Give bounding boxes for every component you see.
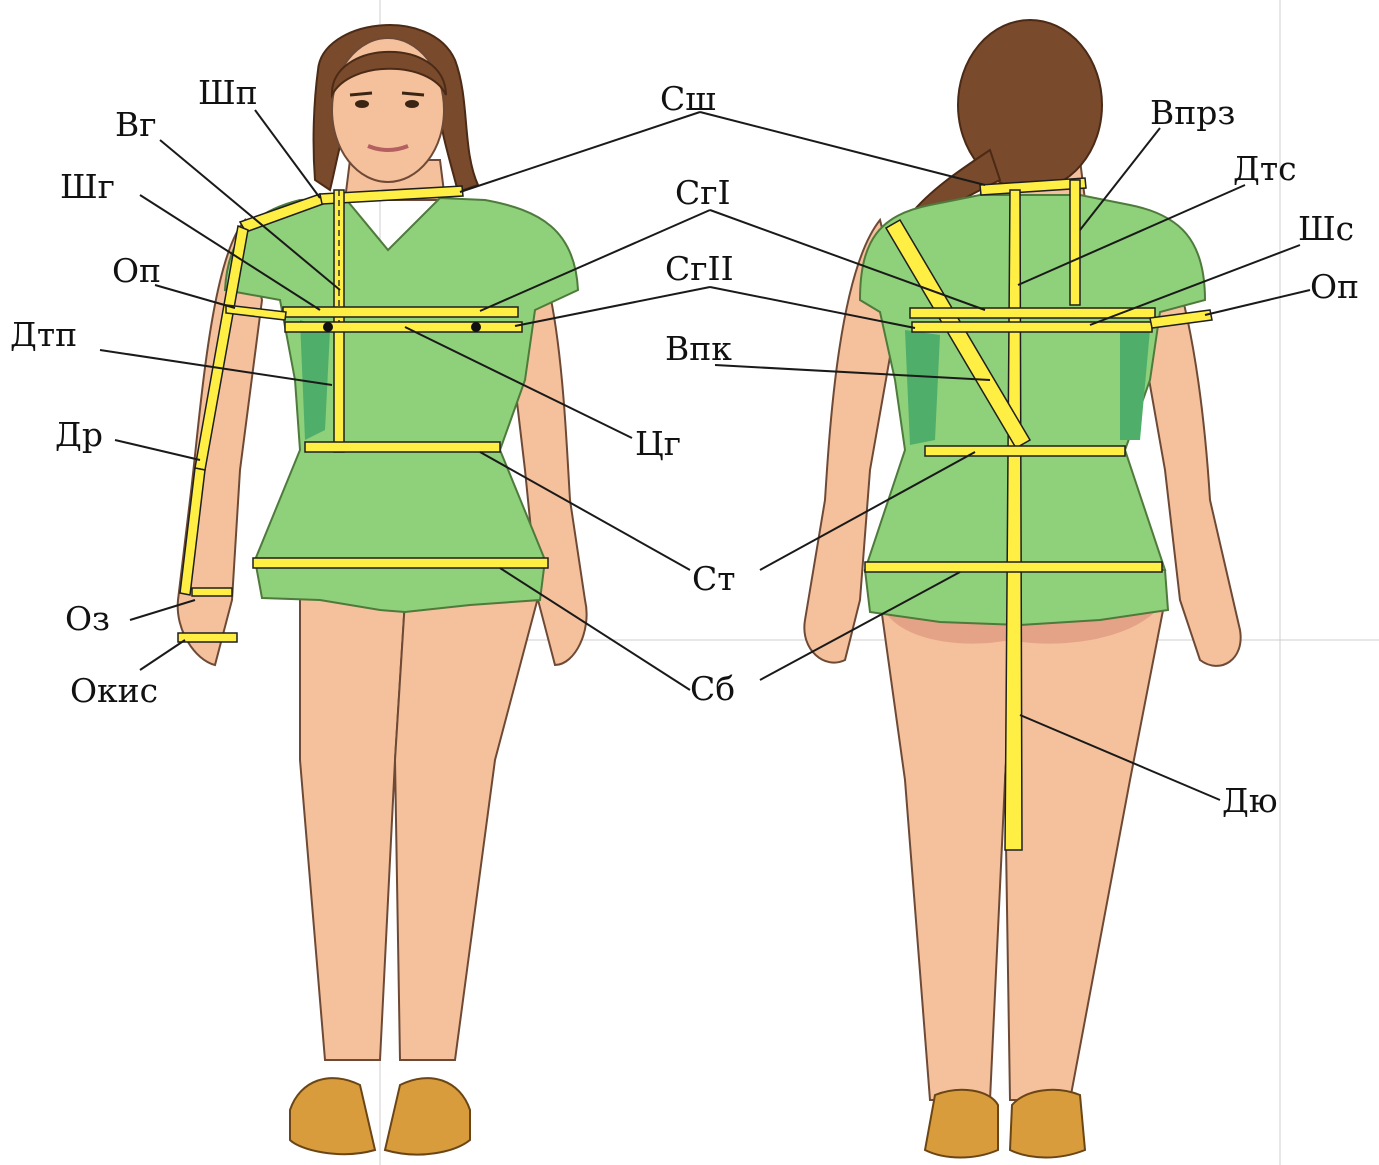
wrist-girth-tape [192,588,232,596]
label-dyu: Дю [1222,781,1278,820]
label-dts: Дтс [1233,149,1297,188]
label-sb: Сб [690,669,735,708]
hip-girth-tape-back [865,562,1162,572]
label-shg: Шг [60,167,115,206]
chest-girth-2-tape-back [912,322,1152,332]
label-op-back: Оп [1310,267,1359,306]
label-dtp: Дтп [10,315,77,354]
waist-girth-tape-front [305,442,500,452]
label-okis: Окис [70,671,158,710]
label-cg: Цг [635,424,681,463]
chest-point-right [471,322,481,332]
label-oz: Оз [65,599,110,638]
waist-girth-tape-back [925,446,1125,456]
hip-girth-tape-front [253,558,548,568]
label-dr: Др [55,415,103,454]
chest-girth-2-tape [285,322,522,332]
label-shp: Шп [198,73,258,112]
label-st: Ст [692,559,736,598]
label-vg: Вг [115,105,157,144]
label-sg1: СгI [675,173,731,212]
label-sg2: СгII [665,249,734,288]
label-op-front: Оп [112,251,161,290]
chest-point-left [323,322,333,332]
chest-girth-1-tape-back [910,308,1155,318]
label-ssh: Сш [660,79,716,118]
back-height-tape [1070,180,1080,305]
label-vpk: Впк [665,329,732,368]
label-shs: Шс [1298,209,1354,248]
hand-girth-tape [178,633,237,642]
label-vprz: Впрз [1150,93,1235,132]
